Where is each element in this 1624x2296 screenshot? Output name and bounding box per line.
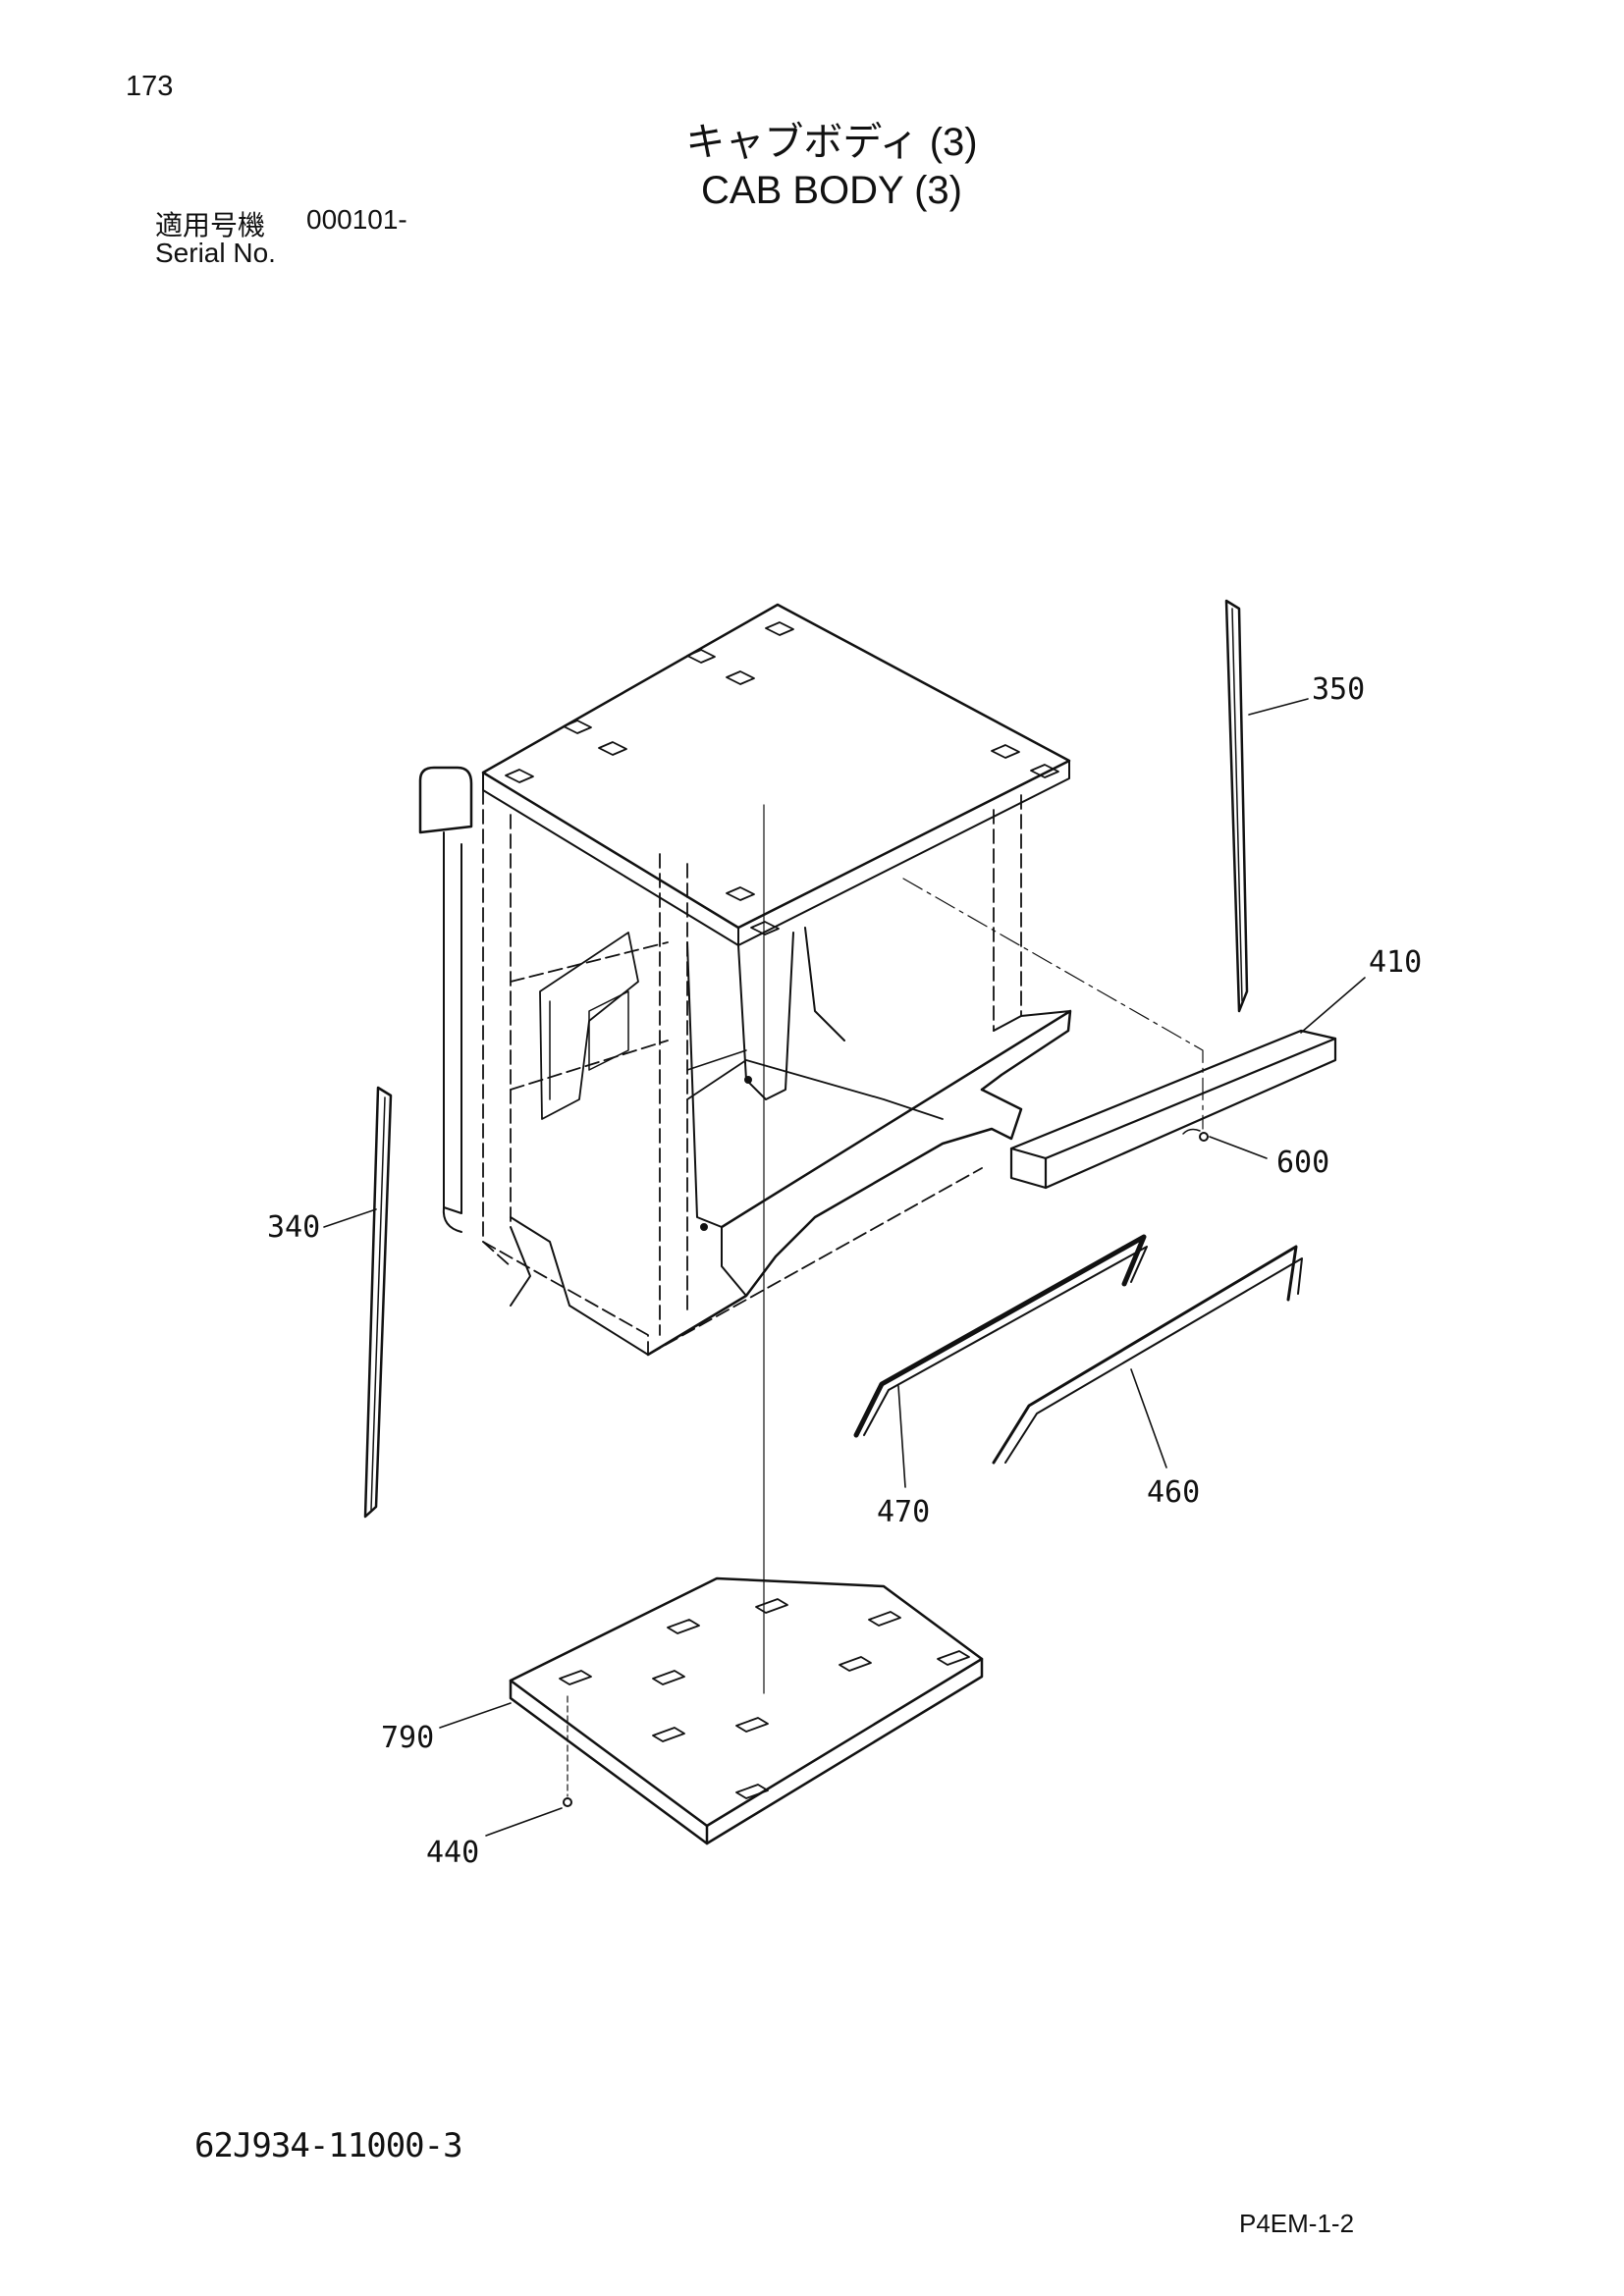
roof-mount-tabs xyxy=(505,621,1059,935)
callout-470: 470 xyxy=(877,1495,930,1529)
part-440-screw xyxy=(563,1797,572,1807)
serial-label-japanese: 適用号機 xyxy=(155,210,266,240)
callout-460: 460 xyxy=(1147,1475,1200,1510)
part-470-channel-seal xyxy=(853,1234,1147,1438)
page-title-english: CAB BODY (3) xyxy=(701,169,962,212)
part-460-rubber-seal xyxy=(992,1245,1298,1465)
serial-number-value: 000101- xyxy=(306,204,407,235)
part-600-bolt xyxy=(1199,1132,1209,1142)
callout-340: 340 xyxy=(267,1210,320,1245)
callout-440: 440 xyxy=(426,1836,479,1870)
front-post xyxy=(737,932,794,1100)
part-410-angle-rail xyxy=(1009,1029,1337,1160)
drawing-number: 62J934-11000-3 xyxy=(194,2126,463,2165)
rear-left-bracket xyxy=(418,766,473,834)
callout-790: 790 xyxy=(381,1721,434,1755)
callout-350: 350 xyxy=(1312,672,1365,707)
serial-label-english: Serial No. xyxy=(155,238,276,268)
cab-roof xyxy=(481,603,1071,930)
cab-frame-assembly xyxy=(418,603,1072,1357)
page-title-japanese: キャブボディ (3) xyxy=(685,121,978,164)
callout-410: 410 xyxy=(1369,945,1422,980)
part-340-seal-strip xyxy=(363,1086,393,1519)
page-number: 173 xyxy=(126,71,174,102)
sheet-code: P4EM-1-2 xyxy=(1239,2209,1355,2238)
part-790-floor-plate xyxy=(509,1576,984,1845)
part-350-seal-strip xyxy=(1224,599,1249,1013)
callout-600: 600 xyxy=(1276,1146,1329,1180)
